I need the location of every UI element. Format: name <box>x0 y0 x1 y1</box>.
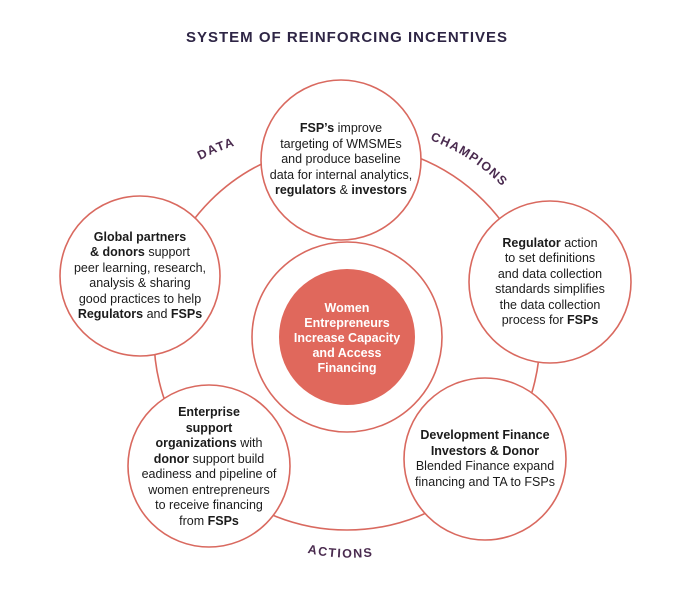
node-circle-dev-finance <box>403 377 567 541</box>
text-line: good practices to help <box>74 292 206 308</box>
diagram-title: SYSTEM OF REINFORCING INCENTIVES <box>185 29 509 46</box>
text-line: Financing <box>317 360 377 375</box>
text-line: data for internal analytics, <box>270 168 412 184</box>
text-run: peer learning, research, <box>73 260 207 275</box>
text-line: organizations with <box>142 436 277 452</box>
bold-run: Regulator <box>502 235 561 250</box>
bold-run: regulators <box>274 183 337 198</box>
bold-run: Enterprise <box>178 405 240 419</box>
node-circle-global <box>59 195 221 357</box>
text-run: Blended Finance expand <box>415 459 555 473</box>
text-run: & <box>336 183 352 198</box>
text-line: peer learning, research, <box>74 261 206 277</box>
text-run: analysis & sharing <box>89 276 191 290</box>
text-line: the data collection <box>495 298 605 314</box>
text-line: Entrepreneurs <box>304 315 390 330</box>
bold-run: FSP’s <box>299 121 335 136</box>
node-circle-regulator <box>468 200 632 364</box>
bold-run: Global partners <box>93 229 187 244</box>
text-line: donor support build <box>142 452 277 468</box>
bold-run: Investors & Donor <box>430 443 540 458</box>
text-line: women entrepreneurs <box>142 483 277 499</box>
text-run: and <box>143 307 171 321</box>
text-line: Investors & Donor <box>415 444 555 460</box>
bold-run: Development Finance <box>420 428 550 442</box>
text-line: Development Finance <box>415 428 555 444</box>
text-run: support build <box>189 451 265 466</box>
text-run: to set definitions <box>504 251 596 265</box>
text-line: Women <box>324 300 370 315</box>
text-line: & donors support <box>74 245 206 261</box>
node-circle-enterprise <box>127 384 291 548</box>
text-line: to set definitions <box>495 251 605 267</box>
text-run: targeting of WMSMEs <box>280 136 402 151</box>
bold-run: Regulators <box>77 307 144 321</box>
text-line: Enterprise <box>142 405 277 421</box>
text-run: process for <box>501 313 568 327</box>
bold-run: organizations <box>155 436 237 450</box>
text-line: analysis & sharing <box>74 276 206 292</box>
text-run: data for internal analytics, <box>269 167 413 182</box>
text-line: financing and TA to FSPs <box>415 475 555 491</box>
arc-label-data: DATA <box>195 135 237 163</box>
node-circle-fsp <box>260 79 422 241</box>
text-run: financing and TA to FSPs <box>415 474 555 489</box>
text-run: and data collection <box>497 266 603 281</box>
bold-run: investors <box>351 183 407 198</box>
arc-label-champions: CHAMPIONS <box>429 130 511 189</box>
bold-run: FSPs <box>207 513 239 528</box>
text-line: process for FSPs <box>495 313 605 329</box>
text-run: with <box>236 436 263 450</box>
text-run: from <box>179 513 208 528</box>
text-run: standards simplifies <box>495 282 605 296</box>
text-run: to receive financing <box>155 498 263 512</box>
bold-run: support <box>185 420 233 435</box>
text-line: support <box>142 421 277 437</box>
text-run: action <box>560 235 598 250</box>
text-line: to receive financing <box>142 498 277 514</box>
bold-run: FSPs <box>567 313 599 327</box>
bold-run: donor <box>153 451 190 466</box>
text-line: and data collection <box>495 267 605 283</box>
text-line: Blended Finance expand <box>415 459 555 475</box>
text-line: targeting of WMSMEs <box>270 137 412 153</box>
text-run: women entrepreneurs <box>148 482 270 497</box>
text-run: improve <box>334 121 383 136</box>
text-line: from FSPs <box>142 514 277 530</box>
bold-run: FSPs <box>170 307 203 321</box>
text-line: standards simplifies <box>495 282 605 298</box>
text-run: support <box>144 245 191 259</box>
text-run: eadiness and pipeline of <box>141 467 277 481</box>
text-line: FSP’s improve <box>270 121 412 137</box>
text-line: and produce baseline <box>270 152 412 168</box>
arc-label-actions: ACTIONS <box>307 542 374 561</box>
text-run: and produce baseline <box>281 152 401 167</box>
text-run: good practices to help <box>78 291 202 306</box>
bold-run: & donors <box>89 245 145 259</box>
text-line: and Access <box>312 345 382 360</box>
text-line: eadiness and pipeline of <box>142 467 277 483</box>
text-run: the data collection <box>499 297 601 312</box>
text-line: Increase Capacity <box>293 330 401 345</box>
text-line: regulators & investors <box>270 183 412 199</box>
text-line: Global partners <box>74 230 206 246</box>
center-circle <box>279 269 415 405</box>
text-line: Regulator action <box>495 236 605 252</box>
text-line: Regulators and FSPs <box>74 307 206 323</box>
